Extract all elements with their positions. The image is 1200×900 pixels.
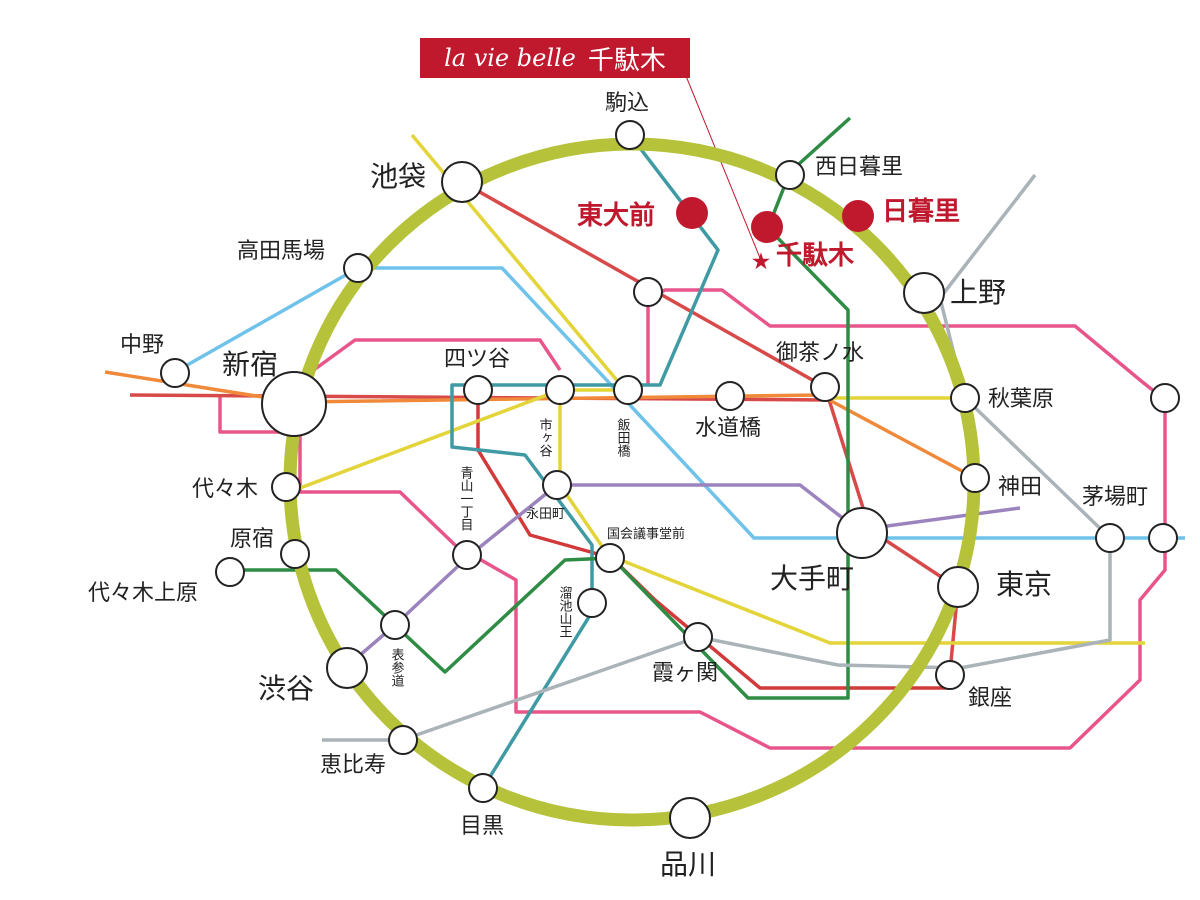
station-marker-kanda xyxy=(960,463,990,493)
station-marker-kayabacho xyxy=(1095,523,1125,553)
label-shibuya: 渋谷 xyxy=(258,672,314,705)
label-komagome: 駒込 xyxy=(605,91,649,116)
label-tameike: 溜池山王 xyxy=(557,586,573,638)
banner-station-name: 千駄木 xyxy=(587,45,666,76)
station-marker-shibuya xyxy=(326,647,368,689)
station-marker-otemachi xyxy=(836,507,888,559)
label-yotsuya: 四ツ谷 xyxy=(444,347,510,372)
label-ikebukuro: 池袋 xyxy=(370,160,426,193)
label-aoyama: 青山一丁目 xyxy=(458,466,474,531)
label-ginza: 銀座 xyxy=(968,686,1012,711)
station-marker-yoyogi xyxy=(271,472,301,502)
line-lightblue xyxy=(174,266,1185,540)
station-marker-akihabara xyxy=(950,383,980,413)
line-pink xyxy=(218,288,1167,750)
banner-brand: la vie belle xyxy=(444,44,576,72)
station-marker-shinjuku xyxy=(261,371,327,437)
station-marker-kayabacho-east xyxy=(1148,523,1178,553)
station-marker-meguro xyxy=(468,773,498,803)
highlight-sendagi-marker xyxy=(751,211,783,243)
station-marker-harajuku xyxy=(280,539,310,569)
label-kasumigaseki: 霞ヶ関 xyxy=(652,661,718,686)
label-shinjuku: 新宿 xyxy=(222,348,278,381)
label-omotesando: 表参道 xyxy=(389,648,405,687)
label-yoyogiuehara: 代々木上原 xyxy=(88,581,198,606)
label-ochanomizu: 御茶ノ水 xyxy=(776,341,864,366)
station-markers xyxy=(160,120,1180,839)
station-marker-kasumigaseki xyxy=(683,622,713,652)
station-marker-todaimae-line xyxy=(633,277,663,307)
station-marker-omotesando xyxy=(380,610,410,640)
station-marker-ueno xyxy=(903,272,945,314)
station-marker-shinagawa xyxy=(669,797,711,839)
line-teal xyxy=(450,133,720,789)
station-marker-ginza xyxy=(935,660,965,690)
label-meguro: 目黒 xyxy=(460,814,504,839)
label-yoyogi: 代々木 xyxy=(192,477,258,502)
yamanote-loop xyxy=(283,137,981,827)
station-marker-ochanomizu xyxy=(810,372,840,402)
label-suidobashi: 水道橋 xyxy=(695,416,761,441)
station-marker-suidobashi xyxy=(715,381,745,411)
line-yellow xyxy=(299,133,627,490)
label-tokyo: 東京 xyxy=(996,568,1052,601)
line-pink-west xyxy=(298,338,562,382)
label-kayabacho: 茅場町 xyxy=(1082,485,1148,510)
station-marker-ikebukuro xyxy=(441,161,483,203)
label-todaimae: 東大前 xyxy=(577,200,655,231)
label-takadanobaba: 高田馬場 xyxy=(237,239,325,264)
line-gray xyxy=(322,173,1112,742)
label-otemachi: 大手町 xyxy=(770,562,854,595)
station-marker-tokyo xyxy=(937,566,979,608)
label-ichigaya: 市ヶ谷 xyxy=(537,417,553,457)
station-marker-aoyama xyxy=(452,540,482,570)
line-green xyxy=(230,116,852,700)
banner-pointer-line xyxy=(685,75,761,259)
label-kokkai: 国会議事堂前 xyxy=(607,526,685,542)
station-marker-takadanobaba xyxy=(343,253,373,283)
label-nishinippori: 西日暮里 xyxy=(815,155,903,180)
label-nagatacho: 永田町 xyxy=(526,507,565,522)
label-nakano: 中野 xyxy=(120,333,164,358)
station-marker-kokkai xyxy=(595,543,625,573)
property-banner: la vie belle 千駄木 xyxy=(420,38,690,78)
station-marker-komagome xyxy=(615,120,645,150)
label-ebisu: 恵比寿 xyxy=(320,753,386,778)
station-marker-yotsuya xyxy=(463,375,493,405)
station-marker-nishinippori xyxy=(775,160,805,190)
label-ueno: 上野 xyxy=(950,276,1006,309)
label-shinagawa: 品川 xyxy=(660,848,716,881)
station-marker-ichigaya xyxy=(545,375,575,405)
station-marker-nagatacho xyxy=(542,470,572,500)
label-kanda: 神田 xyxy=(998,475,1042,500)
station-marker-yoyogiuehara xyxy=(215,557,245,587)
label-iidabashi: 飯田橋 xyxy=(615,418,631,458)
highlight-nippori-marker xyxy=(842,200,874,232)
highlight-markers xyxy=(676,197,874,243)
station-marker-tameike xyxy=(577,588,607,618)
label-sendagi-star: ★ xyxy=(752,249,770,273)
station-marker-ebisu xyxy=(388,725,418,755)
station-marker-nakano xyxy=(160,358,190,388)
label-sendagi: 千駄木 xyxy=(776,241,854,271)
station-marker-iidabashi xyxy=(613,375,643,405)
label-nippori: 日暮里 xyxy=(882,197,960,227)
highlight-todaimae-marker xyxy=(676,197,708,229)
label-harajuku: 原宿 xyxy=(230,527,274,552)
label-akihabara: 秋葉原 xyxy=(988,387,1054,412)
station-marker-unnamed-east xyxy=(1150,383,1180,413)
